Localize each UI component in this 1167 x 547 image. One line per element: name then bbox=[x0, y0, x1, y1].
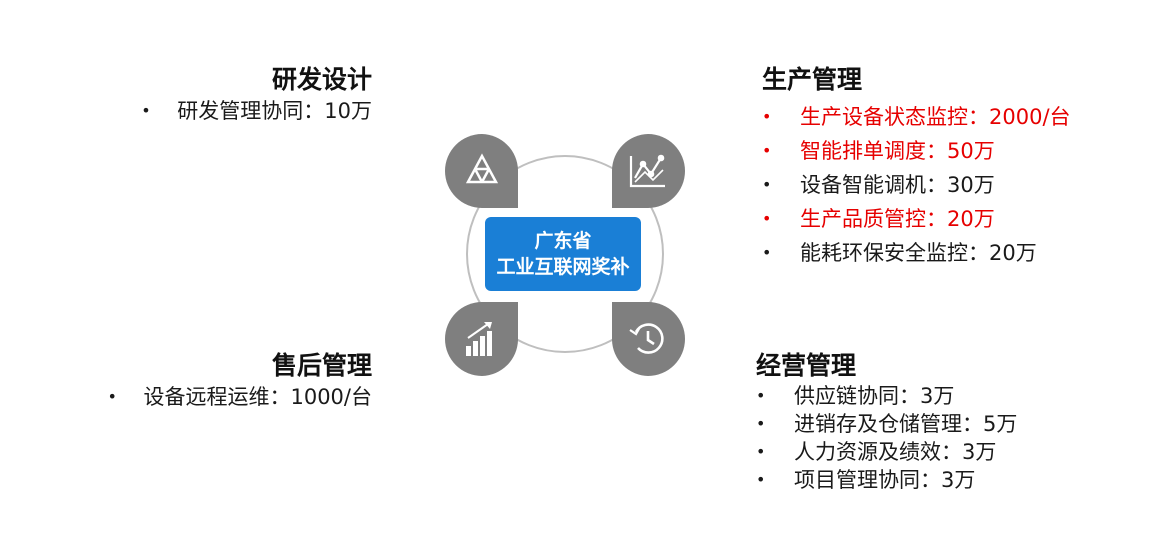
bullet-icon: • bbox=[762, 243, 772, 262]
list-item-text: 设备远程运维：1000/台 bbox=[143, 385, 372, 409]
bullet-icon: • bbox=[762, 141, 772, 160]
list-item-text: 生产设备状态监控：2000/台 bbox=[800, 105, 1071, 129]
list-item: • 设备远程运维：1000/台 bbox=[107, 382, 372, 412]
list-item: • 供应链协同：3万 bbox=[756, 382, 1017, 410]
line-chart-icon bbox=[629, 154, 665, 188]
section-rd-design: 研发设计 • 研发管理协同：10万 bbox=[141, 64, 372, 126]
list-item-text: 智能排单调度：50万 bbox=[800, 139, 995, 163]
bullet-icon: • bbox=[762, 209, 772, 228]
center-label-line1: 广东省 bbox=[534, 230, 592, 252]
list-item: • 人力资源及绩效：3万 bbox=[756, 438, 1017, 466]
bullet-icon: • bbox=[756, 442, 766, 461]
section-production: 生产管理 • 生产设备状态监控：2000/台 • 智能排单调度：50万 • 设备智能调… bbox=[762, 64, 1071, 270]
section-title-production: 生产管理 bbox=[762, 65, 863, 94]
list-item: • 生产设备状态监控：2000/台 bbox=[762, 100, 1071, 134]
bar-chart-icon bbox=[466, 322, 492, 356]
list-item-text: 设备智能调机：30万 bbox=[800, 173, 995, 197]
list-item: • 能耗环保安全监控：20万 bbox=[762, 236, 1071, 270]
list-item: • 研发管理协同：10万 bbox=[141, 96, 372, 126]
center-diagram bbox=[445, 134, 685, 376]
operations-list: • 供应链协同：3万 • 进销存及仓储管理：5万 • 人力资源及绩效：3万 • 项目管理… bbox=[756, 382, 1017, 494]
triangle-icon bbox=[465, 153, 499, 184]
bullet-icon: • bbox=[107, 387, 117, 406]
rd-list: • 研发管理协同：10万 bbox=[141, 96, 372, 126]
list-item: • 设备智能调机：30万 bbox=[762, 168, 1071, 202]
production-list: • 生产设备状态监控：2000/台 • 智能排单调度：50万 • 设备智能调机：30万… bbox=[762, 100, 1071, 270]
bullet-icon: • bbox=[141, 101, 151, 120]
section-title-rd: 研发设计 bbox=[271, 65, 372, 94]
ring bbox=[466, 155, 664, 353]
section-operations: 经营管理 • 供应链协同：3万 • 进销存及仓储管理：5万 • 人力资源及绩效：3万 … bbox=[756, 350, 1017, 494]
bullet-icon: • bbox=[756, 386, 766, 405]
list-item: • 进销存及仓储管理：5万 bbox=[756, 410, 1017, 438]
list-item-text: 项目管理协同：3万 bbox=[794, 468, 976, 492]
petal-after-sales bbox=[445, 302, 518, 376]
list-item-text: 供应链协同：3万 bbox=[794, 384, 955, 408]
list-item-text: 生产品质管控：20万 bbox=[800, 207, 995, 231]
petal-rd bbox=[445, 134, 518, 208]
center-label-line2: 工业互联网奖补 bbox=[496, 256, 630, 278]
section-title-after-sales: 售后管理 bbox=[271, 351, 372, 380]
bullet-icon: • bbox=[756, 470, 766, 489]
list-item-text: 进销存及仓储管理：5万 bbox=[794, 412, 1018, 436]
petal-operations bbox=[612, 302, 685, 376]
list-item-text: 研发管理协同：10万 bbox=[177, 99, 372, 123]
list-item-text: 能耗环保安全监控：20万 bbox=[800, 241, 1037, 265]
list-item: • 生产品质管控：20万 bbox=[762, 202, 1071, 236]
bullet-icon: • bbox=[756, 414, 766, 433]
after-sales-list: • 设备远程运维：1000/台 bbox=[107, 382, 372, 412]
list-item-text: 人力资源及绩效：3万 bbox=[794, 440, 997, 464]
list-item: • 智能排单调度：50万 bbox=[762, 134, 1071, 168]
section-title-operations: 经营管理 bbox=[756, 351, 857, 380]
center-label: 广东省 工业互联网奖补 bbox=[485, 217, 641, 291]
section-after-sales: 售后管理 • 设备远程运维：1000/台 bbox=[107, 350, 372, 412]
history-icon bbox=[629, 323, 664, 354]
bullet-icon: • bbox=[762, 107, 772, 126]
petal-production bbox=[612, 134, 685, 208]
list-item: • 项目管理协同：3万 bbox=[756, 466, 1017, 494]
bullet-icon: • bbox=[762, 175, 772, 194]
